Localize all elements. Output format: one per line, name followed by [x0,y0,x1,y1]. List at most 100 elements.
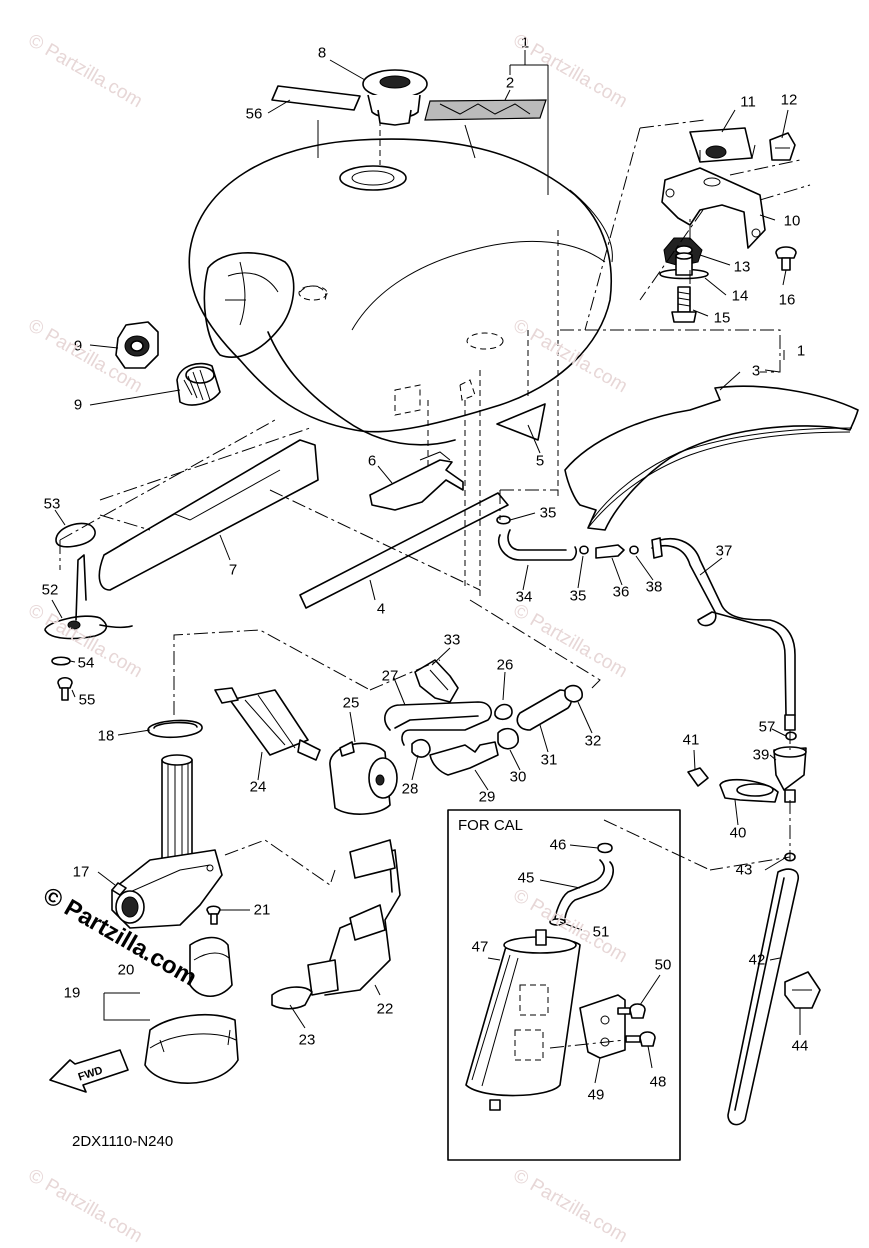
leader-lines [51,50,801,1084]
callout-20: 20 [117,961,135,979]
item-22-harness [324,849,401,996]
item-6-sticker [369,459,464,511]
item-34-hose [498,534,577,561]
callout-56: 56 [245,105,263,123]
item-20-cover [189,936,233,998]
callout-39: 39 [752,746,770,764]
callout-49: 49 [587,1086,605,1104]
callout-27: 27 [381,667,399,685]
callout-48: 48 [649,1073,667,1091]
callout-22: 22 [376,1000,394,1018]
callout-30: 30 [509,768,527,786]
tank-knee-recess [203,252,295,358]
inset-title: FOR CAL [458,817,524,834]
callout-14: 14 [731,287,749,305]
item-3-panel [564,385,859,531]
item-21-screw [206,905,221,915]
item-27-hose [384,701,492,746]
callout-54: 54 [77,654,95,672]
callout-8: 8 [317,44,327,62]
item-24-filter [229,689,309,756]
callout-38: 38 [645,578,663,596]
callout-7: 7 [228,561,238,579]
callout-1: 1 [520,34,530,52]
item-48-bolt [639,1031,656,1047]
callout-55: 55 [78,691,96,709]
callout-25: 25 [342,694,360,712]
item-53-gasket [55,522,96,548]
item-47-canister [465,938,581,1097]
item-57-clip [785,731,797,741]
callout-40: 40 [729,824,747,842]
item-54-washer [51,656,71,666]
callout-35: 35 [539,504,557,522]
callout-44: 44 [791,1037,809,1055]
item-49-bracket [579,994,626,1059]
fuel-tank [188,138,613,433]
item-46-clip [597,842,613,854]
callout-1: 1 [796,342,806,360]
item-56-pad [271,85,361,111]
callout-11: 11 [740,93,756,111]
callout-51: 51 [592,923,610,941]
callout-50: 50 [654,956,672,974]
item-19-cover [144,1014,239,1084]
item-5-sticker [496,403,546,441]
item-37-hose [651,544,787,716]
callout-19: 19 [63,984,81,1002]
callout-18: 18 [97,727,115,745]
item-16-screw [775,246,797,259]
item-55-screw [57,676,73,689]
item-41-bolt [687,767,709,787]
item-33-clip [414,659,459,703]
callout-29: 29 [478,788,496,806]
callout-6: 6 [367,452,377,470]
item-12-clip [769,132,796,161]
callout-41: 41 [682,731,700,749]
callout-15: 15 [713,309,731,327]
item-32-clamp [564,684,583,703]
callout-5: 5 [535,452,545,470]
callout-13: 13 [733,258,751,276]
callout-4: 4 [376,600,386,618]
callout-35: 35 [569,587,587,605]
item-4-sticker [299,492,509,609]
item-35-clip-lower [579,545,589,555]
fwd-arrow [49,1049,129,1093]
callout-2: 2 [505,74,515,92]
item-29-joint [429,741,499,776]
item-10-bracket [661,167,766,249]
callout-28: 28 [401,780,419,798]
item-28-clamp [411,738,431,758]
item-31-hose [516,689,572,731]
callout-46: 46 [549,836,567,854]
filler-ring [339,165,407,191]
item-35-clip-upper [496,515,511,525]
item-7-sticker [98,439,319,591]
callout-21: 21 [253,901,271,919]
diagram-code: 2DX1110-N240 [72,1133,174,1150]
item-50-bolt [629,1003,646,1019]
callout-9: 9 [73,337,83,355]
item-23-clamp [271,986,313,1010]
for-cal-box [447,809,681,1161]
callout-31: 31 [540,751,558,769]
callout-33: 33 [443,631,461,649]
callout-47: 47 [471,938,489,956]
callout-43: 43 [735,861,753,879]
parts-diagram: 1 1 2 3 4 5 6 7 8 9 9 10 11 12 13 14 15 … [25,30,859,1247]
item-42-hose [727,868,800,1126]
callout-26: 26 [496,656,514,674]
item-18-oring [147,719,203,739]
item-26-clamp [494,703,513,721]
callout-17: 17 [72,863,90,881]
item-51-clip [549,918,566,926]
item-38-clip [629,545,639,555]
callout-36: 36 [612,583,630,601]
callout-23: 23 [298,1031,316,1049]
callout-34: 34 [515,588,533,606]
diagram-drawing [44,50,859,1161]
item-30-clamp [497,727,519,750]
callout-24: 24 [249,778,267,796]
callout-16: 16 [778,291,796,309]
